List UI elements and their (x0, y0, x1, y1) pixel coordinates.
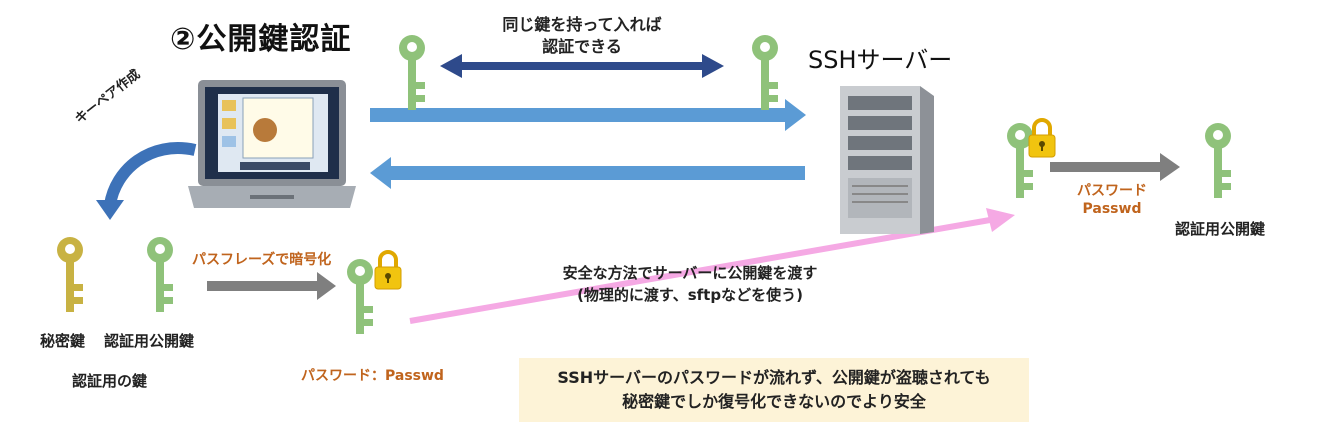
decrypt-arrow (1050, 153, 1180, 181)
client-key-icon (399, 35, 425, 110)
keypair-curved-arrow (96, 142, 197, 220)
public-key-left-icon (147, 237, 173, 312)
server-label: SSHサーバー (808, 46, 953, 74)
encrypted-key-right-icon (1007, 123, 1033, 198)
secret-key-icon (57, 237, 83, 312)
server-key-icon (752, 35, 778, 110)
encrypt-label: パスフレーズで暗号化 (192, 252, 332, 268)
same-key-note-line-1: 同じ鍵を持って入れば (502, 15, 662, 34)
public-key-right-icon (1205, 123, 1231, 198)
transfer-note-line-2: (物理的に渡す、sftpなどを使う) (577, 286, 803, 304)
from-server-arrow (370, 157, 805, 189)
same-key-double-arrow (440, 54, 724, 78)
same-key-note: 同じ鍵を持って入れば 認証できる (467, 14, 697, 58)
lock-icon (373, 250, 403, 291)
laptop-illustration (188, 80, 356, 208)
encrypted-key-icon (347, 259, 373, 334)
transfer-arrow (409, 208, 1015, 324)
password-label-right-line-1: パスワード (1077, 183, 1147, 199)
diagram-title: ②公開鍵認証 (170, 22, 352, 57)
auth-keys-label: 認証用の鍵 (72, 372, 148, 390)
info-box: SSHサーバーのパスワードが流れず、公開鍵が盗聴されても 秘密鍵でしか復号化でき… (519, 358, 1029, 422)
same-key-note-line-2: 認証できる (542, 37, 622, 56)
server-illustration (840, 86, 934, 234)
to-server-arrow (370, 99, 806, 131)
transfer-note-line-1: 安全な方法でサーバーに公開鍵を渡す (562, 264, 818, 282)
secret-key-label: 秘密鍵 (40, 332, 86, 350)
password-label-right: パスワード Passwd (1060, 182, 1164, 218)
public-key-label-left: 認証用公開鍵 (104, 332, 195, 350)
info-box-line-1: SSHサーバーのパスワードが流れず、公開鍵が盗聴されても (557, 368, 991, 387)
transfer-note: 安全な方法でサーバーに公開鍵を渡す (物理的に渡す、sftpなどを使う) (520, 262, 860, 306)
encrypt-arrow (207, 272, 336, 300)
public-key-label-right: 認証用公開鍵 (1175, 220, 1266, 238)
lock-right-icon (1027, 118, 1057, 159)
password-label-bottom: パスワード：Passwd (301, 368, 444, 384)
info-box-line-2: 秘密鍵でしか復号化できないのでより安全 (622, 392, 926, 411)
password-label-right-line-2: Passwd (1082, 201, 1142, 217)
